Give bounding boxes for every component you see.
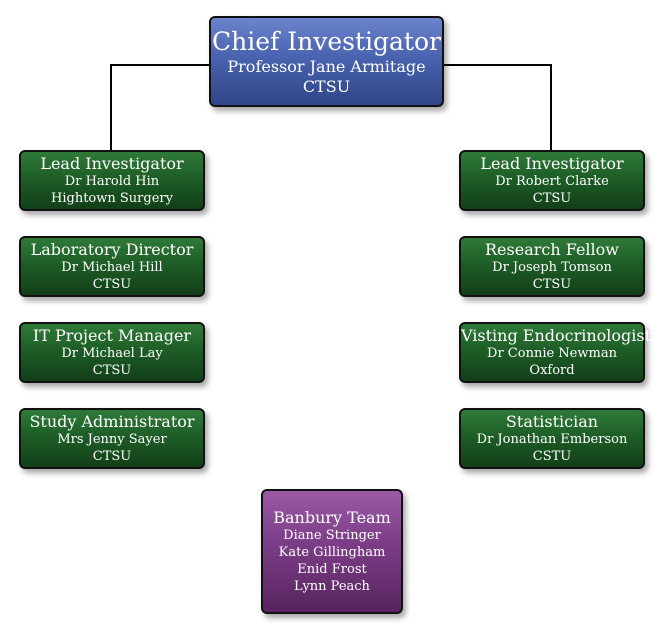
connector-left	[110, 64, 209, 150]
connector-right	[444, 64, 552, 150]
left-box-it-project-manager: IT Project Manager Dr Michael Lay CTSU	[19, 322, 205, 383]
box-title: Visting Endocrinologist	[461, 326, 652, 345]
left-box-lead-investigator: Lead Investigator Dr Harold Hin Hightown…	[19, 150, 205, 211]
box-org: CTSU	[532, 191, 572, 206]
right-box-statistician: Statistician Dr Jonathan Emberson CSTU	[459, 408, 645, 469]
box-title: Lead Investigator	[480, 154, 624, 173]
box-title: Statistician	[505, 412, 599, 431]
box-person: Dr Michael Lay	[61, 346, 163, 361]
box-org: CSTU	[532, 449, 572, 464]
box-org: CTSU	[92, 449, 132, 464]
box-org: CTSU	[532, 277, 572, 292]
left-box-laboratory-director: Laboratory Director Dr Michael Hill CTSU	[19, 236, 205, 297]
box-title: Research Fellow	[485, 240, 619, 259]
team-member: Diane Stringer	[283, 528, 381, 543]
box-title: Chief Investigator	[212, 26, 441, 56]
box-org: CTSU	[302, 76, 351, 96]
box-title: Lead Investigator	[40, 154, 184, 173]
chief-investigator-box: Chief Investigator Professor Jane Armita…	[209, 16, 444, 107]
box-org: CTSU	[92, 363, 132, 378]
box-title: Study Administrator	[29, 412, 195, 431]
box-person: Dr Michael Hill	[61, 260, 163, 275]
banbury-team-box: Banbury Team Diane Stringer Kate Gilling…	[261, 489, 403, 614]
team-member: Enid Frost	[297, 562, 367, 577]
right-box-lead-investigator: Lead Investigator Dr Robert Clarke CTSU	[459, 150, 645, 211]
team-member: Lynn Peach	[294, 579, 370, 594]
box-org: Oxford	[529, 363, 575, 378]
box-person: Mrs Jenny Sayer	[57, 432, 167, 447]
team-member: Kate Gillingham	[278, 545, 386, 560]
box-title: Banbury Team	[273, 508, 391, 527]
box-person: Dr Jonathan Emberson	[476, 432, 628, 447]
box-person: Dr Joseph Tomson	[492, 260, 612, 275]
box-org: Hightown Surgery	[51, 191, 173, 206]
box-person: Dr Connie Newman	[487, 346, 617, 361]
box-person: Dr Robert Clarke	[495, 174, 609, 189]
right-box-research-fellow: Research Fellow Dr Joseph Tomson CTSU	[459, 236, 645, 297]
right-box-visiting-endocrinologist: Visting Endocrinologist Dr Connie Newman…	[459, 322, 652, 383]
box-person: Dr Harold Hin	[64, 174, 160, 189]
box-org: CTSU	[92, 277, 132, 292]
left-box-study-administrator: Study Administrator Mrs Jenny Sayer CTSU	[19, 408, 205, 469]
box-title: IT Project Manager	[32, 326, 192, 345]
box-person: Professor Jane Armitage	[227, 56, 426, 76]
box-title: Laboratory Director	[30, 240, 194, 259]
